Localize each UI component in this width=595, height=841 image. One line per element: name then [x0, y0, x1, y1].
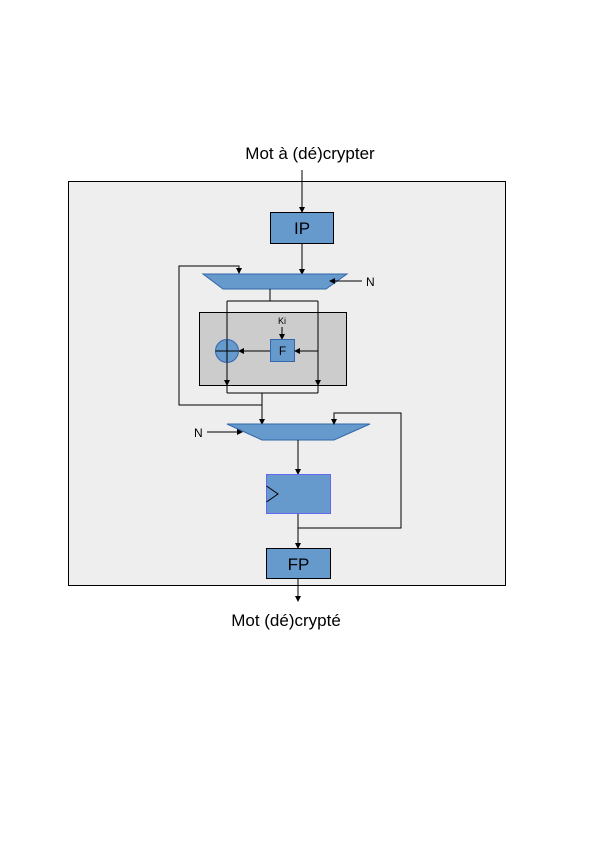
output-label: Mot (dé)crypté: [231, 611, 341, 630]
ki-label: Ki: [278, 316, 286, 326]
fp-block: [266, 548, 331, 579]
register-block: [266, 474, 331, 514]
f-label: F: [279, 344, 286, 358]
feedback-right-wire: [298, 412, 402, 529]
feedback-left-wire: [178, 265, 262, 406]
bottom-mux: [226, 423, 371, 441]
ip-block: [270, 212, 334, 244]
input-label: Mot à (dé)crypter: [245, 144, 375, 163]
register-clock-icon: [266, 485, 279, 503]
top-mux-select-label: N: [366, 275, 375, 289]
bottom-mux-select-label: N: [194, 426, 203, 440]
top-mux: [201, 273, 349, 290]
fp-label: FP: [288, 555, 310, 574]
ip-label: IP: [294, 219, 310, 238]
